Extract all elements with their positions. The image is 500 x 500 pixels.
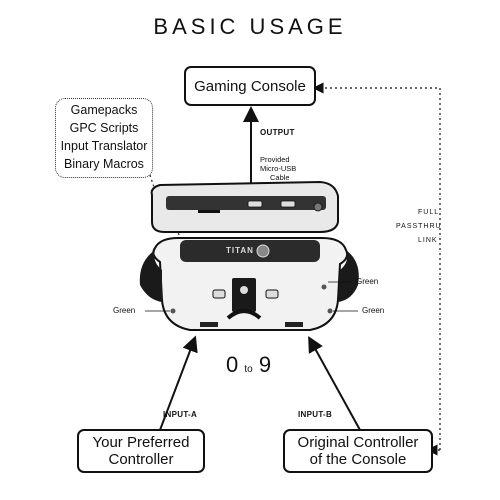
diagram-title: BASIC USAGE	[153, 14, 347, 39]
passthru-label-line: LINK	[418, 237, 438, 244]
original-controller-label: Original Controller	[297, 434, 419, 451]
cable-label: Provided Micro-USB Cable	[260, 155, 296, 182]
original-controller-box: Original Controller of the Console	[283, 429, 433, 473]
feature-item: Binary Macros	[64, 157, 144, 171]
green-led-label: Green	[362, 306, 385, 315]
input-b-arrow	[308, 335, 361, 431]
cable-label-line: Cable	[270, 173, 290, 182]
preferred-controller-label: Controller	[108, 451, 174, 468]
preferred-controller-box: Your Preferred Controller	[77, 429, 205, 473]
device-top-body	[150, 180, 339, 233]
digit-end: 9	[258, 352, 272, 377]
digit-start: 0	[226, 352, 239, 377]
passthru-label-line: FULL	[418, 209, 440, 216]
gaming-console-box: Gaming Console	[184, 66, 316, 106]
output-label: OUTPUT	[260, 128, 295, 137]
device-bottom-body	[139, 237, 359, 331]
passthru-label-line: PASSTHRU	[396, 223, 442, 230]
input-b-label: INPUT-B	[298, 410, 333, 419]
input-a-label: INPUT-A	[163, 410, 198, 419]
feature-item: Input Translator	[60, 139, 148, 153]
preferred-controller-label: Your Preferred	[92, 434, 190, 451]
green-led-label: Green	[356, 277, 379, 286]
input-a-arrow	[159, 335, 198, 431]
feature-item: Gamepacks	[70, 103, 138, 117]
device-brand: TITAN	[226, 246, 254, 255]
digit-to: to	[244, 364, 253, 375]
digit-range-label: 0 to 9	[226, 352, 271, 378]
passthru-link	[312, 82, 441, 451]
cable-label-line: Micro-USB	[260, 164, 297, 173]
gaming-console-label: Gaming Console	[194, 77, 306, 95]
original-controller-label: of the Console	[309, 451, 407, 468]
cable-label-line: Provided	[260, 155, 290, 164]
features-box: Gamepacks GPC Scripts Input Translator B…	[55, 98, 153, 178]
feature-item: GPC Scripts	[69, 121, 139, 135]
green-led-label: Green	[113, 306, 136, 315]
passthru-label: FULL PASSTHRU LINK	[396, 206, 442, 248]
